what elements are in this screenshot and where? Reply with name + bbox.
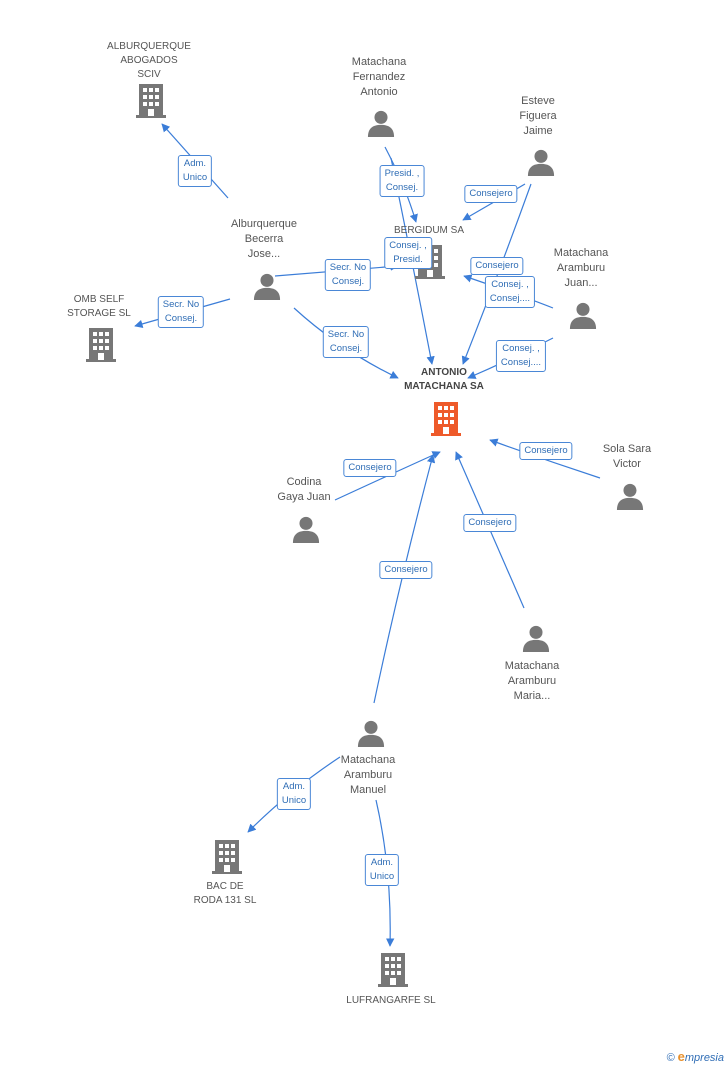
edge-label-matachana_aramburu_maria-to-antonio_matachana[interactable]: Consejero — [463, 514, 517, 532]
edge-label-alburquerque_becerra-to-alburquerque_abogados[interactable]: Adm. Unico — [177, 155, 213, 187]
node-label-matachana_aramburu_juan[interactable]: Matachana Aramburu Juan... — [553, 247, 609, 289]
sola_sara-person-icon[interactable] — [616, 483, 644, 510]
edge-matachana_aramburu_manuel-to-antonio_matachana — [373, 454, 436, 704]
node-label-lufrangarfe[interactable]: LUFRANGARFE SL — [346, 995, 436, 1006]
brand-name: mpresia — [684, 1052, 724, 1064]
edge-label-matachana_aramburu_manuel-to-bac_de_roda[interactable]: Adm. Unico — [276, 778, 312, 810]
matachana_aramburu_maria-person-icon[interactable] — [522, 625, 550, 652]
edge-label-matachana_aramburu_juan-to-bergidum[interactable]: Consej. , Consej.... — [484, 276, 536, 308]
matachana_aramburu_juan-person-icon[interactable] — [569, 302, 597, 329]
lufrangarfe-building-icon[interactable] — [378, 953, 408, 987]
node-label-sola_sara[interactable]: Sola Sara Victor — [602, 443, 652, 470]
edge-label-matachana_aramburu_manuel-to-lufrangarfe[interactable]: Adm. Unico — [364, 854, 400, 886]
node-label-esteve_figuera[interactable]: Esteve Figuera Jaime — [519, 95, 557, 137]
codina_gaya-person-icon[interactable] — [292, 516, 320, 543]
node-label-bergidum[interactable]: BERGIDUM SA — [393, 225, 465, 236]
matachana_aramburu_manuel-person-icon[interactable] — [357, 720, 385, 747]
alburquerque_abogados-building-icon[interactable] — [136, 84, 166, 118]
copyright-icon: © — [666, 1052, 675, 1064]
node-label-matachana_fernandez[interactable]: Matachana Fernandez Antonio — [351, 56, 407, 98]
omb_self_storage-building-icon[interactable] — [86, 328, 116, 362]
edge-label-alburquerque_becerra-to-bergidum[interactable]: Secr. No Consej. — [324, 259, 372, 291]
bac_de_roda-building-icon[interactable] — [212, 840, 242, 874]
node-label-alburquerque_abogados[interactable]: ALBURQUERQUE ABOGADOS SCIV — [107, 41, 191, 80]
edge-label-matachana_fernandez-to-bergidum[interactable]: Presid. , Consej. — [379, 165, 425, 197]
node-label-codina_gaya[interactable]: Codina Gaya Juan — [277, 476, 331, 503]
edge-label-matachana_aramburu_manuel-to-antonio_matachana[interactable]: Consejero — [379, 561, 433, 579]
edge-label-esteve_figuera-to-antonio_matachana[interactable]: Consejero — [470, 257, 524, 275]
edge-label-matachana_aramburu_juan-to-antonio_matachana[interactable]: Consej. , Consej.... — [495, 340, 547, 372]
node-label-bac_de_roda[interactable]: BAC DE RODA 131 SL — [193, 881, 257, 906]
edge-label-matachana_fernandez-to-antonio_matachana[interactable]: Consej. , Presid. — [384, 237, 432, 269]
node-label-antonio_matachana[interactable]: ANTONIO MATACHANA SA — [404, 367, 484, 392]
esteve_figuera-person-icon[interactable] — [527, 149, 555, 176]
edge-label-alburquerque_becerra-to-omb_self_storage[interactable]: Secr. No Consej. — [157, 296, 205, 328]
node-label-omb_self_storage[interactable]: OMB SELF STORAGE SL — [67, 294, 131, 319]
empresia-logo: © empresia — [666, 1049, 724, 1064]
edge-label-sola_sara-to-antonio_matachana[interactable]: Consejero — [519, 442, 573, 460]
brand-initial: e — [677, 1049, 685, 1064]
edge-label-esteve_figuera-to-bergidum[interactable]: Consejero — [464, 185, 518, 203]
matachana_fernandez-person-icon[interactable] — [367, 110, 395, 137]
edge-label-codina_gaya-to-antonio_matachana[interactable]: Consejero — [343, 459, 397, 477]
edge-label-alburquerque_becerra-to-antonio_matachana[interactable]: Secr. No Consej. — [322, 326, 370, 358]
node-label-alburquerque_becerra[interactable]: Alburquerque Becerra Jose... — [230, 218, 298, 260]
node-label-matachana_aramburu_maria[interactable]: Matachana Aramburu Maria... — [504, 660, 560, 702]
alburquerque_becerra-person-icon[interactable] — [253, 273, 281, 300]
antonio_matachana-building-icon[interactable] — [431, 402, 461, 436]
node-label-matachana_aramburu_manuel[interactable]: Matachana Aramburu Manuel — [340, 754, 396, 796]
